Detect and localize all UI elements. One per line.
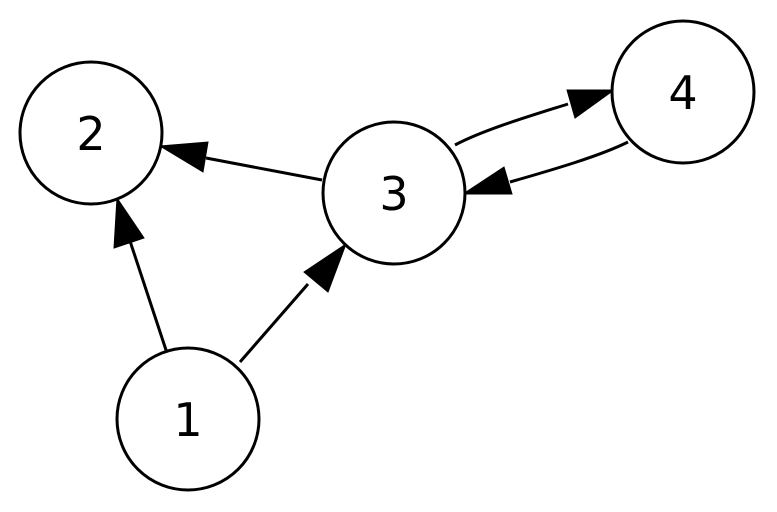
node-2: 2 — [18, 60, 164, 206]
node-3: 3 — [321, 120, 467, 266]
edge-3-to-4 — [454, 89, 616, 147]
node-4-label: 4 — [668, 66, 697, 120]
node-2-label: 2 — [76, 107, 105, 161]
node-1-label: 1 — [173, 393, 202, 447]
node-1: 1 — [115, 346, 261, 492]
edge-3-to-2 — [158, 141, 323, 182]
node-4: 4 — [610, 19, 756, 165]
edge-1-to-2 — [113, 196, 168, 351]
edge-1-to-3 — [238, 242, 348, 363]
nodes-layer: 2 3 4 1 — [18, 19, 756, 492]
edges-layer — [113, 89, 629, 363]
edge-4-to-3 — [461, 140, 629, 195]
node-3-label: 3 — [379, 167, 408, 221]
